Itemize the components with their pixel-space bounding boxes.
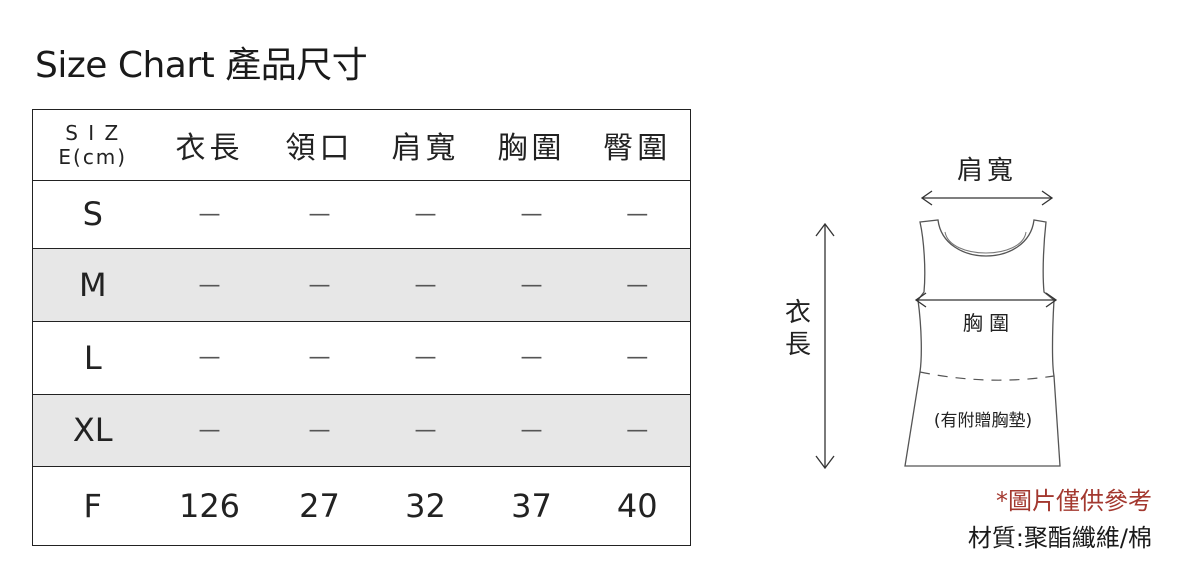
neckline-inner <box>944 231 1027 254</box>
table-cell: — <box>584 393 691 467</box>
table-cell: — <box>266 393 373 467</box>
table-cell: — <box>478 179 585 249</box>
pad-note: (有附贈胸墊) <box>934 411 1032 431</box>
table-cell: 126 <box>152 466 267 546</box>
table-cell: — <box>152 248 267 322</box>
header-chest: 胸圍 <box>497 130 566 166</box>
table-cell: — <box>584 248 691 322</box>
table-cell: 40 <box>584 466 691 546</box>
table-cell: — <box>478 393 585 467</box>
size-label: XL <box>32 393 153 467</box>
table-cell: — <box>584 179 691 249</box>
header-neck: 領口 <box>285 130 354 166</box>
table-cell: — <box>372 179 479 249</box>
table-cell: — <box>478 248 585 322</box>
size-label: F <box>32 466 153 546</box>
length-label-bottom: 長 <box>785 330 811 360</box>
chest-label: 胸 圍 <box>963 311 1009 335</box>
length-arrow-top-head <box>815 222 835 237</box>
tank-top-outline <box>904 219 1061 467</box>
size-table: S I Z E(cm) 衣長 領口 肩寬 胸圍 臀圍 S — — — — — M… <box>32 109 691 546</box>
table-cell: 32 <box>372 466 479 546</box>
garment-diagram: 肩寬 衣 長 胸 圍 (有附贈胸墊) <box>785 156 1061 470</box>
table-cell: — <box>584 320 691 395</box>
shoulder-arrow-right-head <box>1041 190 1054 206</box>
header-shoulder: 肩寬 <box>391 130 460 166</box>
table-cell: — <box>152 179 267 249</box>
chest-arrow-right-head <box>1045 292 1058 308</box>
image-reference-note: *圖片僅供參考 <box>996 487 1152 515</box>
table-row-f: F 126 27 32 37 40 <box>32 466 691 546</box>
table-cell: — <box>266 179 373 249</box>
waistline-dashed <box>919 371 1055 381</box>
table-cell: — <box>372 393 479 467</box>
size-label: L <box>32 320 153 395</box>
header-size-cm: S I Z E(cm) <box>58 120 128 169</box>
length-label-top: 衣 <box>785 298 811 328</box>
header-length: 衣長 <box>175 130 244 166</box>
table-row-xl: XL — — — — — <box>32 393 691 467</box>
chest-arrow-left-head <box>914 292 927 308</box>
shoulder-label: 肩寬 <box>957 156 1017 186</box>
table-row-m: M — — — — — <box>32 248 691 322</box>
table-cell: — <box>152 320 267 395</box>
table-cell: — <box>152 393 267 467</box>
table-cell: 37 <box>478 466 585 546</box>
material-note: 材質:聚酯纖維/棉 <box>967 524 1152 552</box>
table-row-l: L — — — — — <box>32 320 691 395</box>
page-title: Size Chart 產品尺寸 <box>35 45 368 86</box>
shoulder-arrow-left-head <box>920 190 933 206</box>
length-arrow-bottom-head <box>815 455 835 470</box>
table-header-row: S I Z E(cm) 衣長 領口 肩寬 胸圍 臀圍 <box>33 110 691 181</box>
header-hip: 臀圍 <box>603 130 672 166</box>
table-cell: — <box>266 320 373 395</box>
size-label: M <box>32 248 153 322</box>
table-cell: — <box>266 248 373 322</box>
table-cell: — <box>478 320 585 395</box>
table-cell: — <box>372 320 479 395</box>
table-cell: — <box>372 248 479 322</box>
size-label: S <box>32 179 153 249</box>
table-cell: 27 <box>266 466 373 546</box>
table-row-s: S — — — — — <box>32 179 691 249</box>
